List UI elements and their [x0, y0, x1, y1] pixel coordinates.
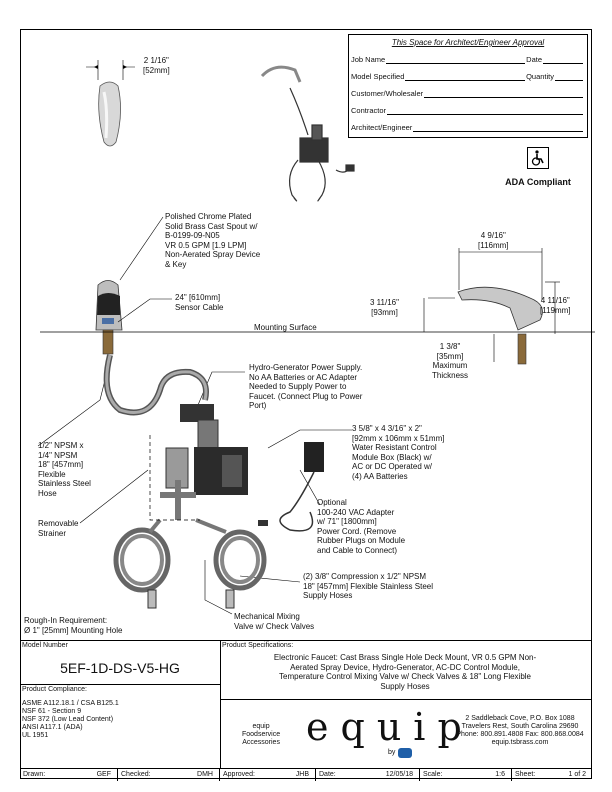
reach-dim: 4 9/16"[116mm]	[478, 231, 509, 250]
spout-top-view	[86, 60, 135, 147]
date-label: Date	[526, 55, 542, 64]
specifications-text: Electronic Faucet: Cast Brass Single Hol…	[273, 653, 537, 691]
job-name-field[interactable]	[386, 55, 526, 64]
checked-cell: Checked:DMH	[118, 769, 220, 781]
brand-by: by	[388, 749, 396, 756]
contractor-label: Contractor	[351, 106, 387, 115]
approval-box: This Space for Architect/Engineer Approv…	[348, 34, 588, 138]
isometric-kit-sketch	[260, 65, 355, 202]
contractor-row: Contractor	[351, 106, 584, 116]
job-name-label: Job Name	[351, 55, 386, 64]
compliance-box: Product Compliance: ASME A112.18.1 / CSA…	[20, 684, 221, 768]
specifications-box: Product Specifications: Electronic Fauce…	[220, 641, 592, 700]
spout-width-dim: 2 1/16"[52mm]	[143, 56, 170, 75]
spout-elevation	[95, 280, 123, 355]
rough-in-note: Rough-In Requirement:Ø 1" [25mm] Mountin…	[24, 616, 123, 635]
model-specified-label: Model Specified	[351, 72, 405, 81]
control-module-note: 3 5/8" x 4 3/16" x 2"[92mm x 106mm x 51m…	[352, 424, 445, 481]
customer-row: Customer/Wholesaler	[351, 89, 584, 99]
sensor-cable-note: 24" [610mm]Sensor Cable	[175, 293, 224, 312]
quantity-label: Quantity	[526, 72, 554, 81]
technical-drawing	[37, 60, 595, 615]
scale-cell: Scale:1:6	[420, 769, 512, 781]
compliance-label: Product Compliance:	[22, 686, 87, 693]
drawing-border	[20, 29, 592, 779]
height-dim-left: 3 11/16"[93mm]	[370, 298, 399, 317]
architect-field[interactable]	[413, 123, 583, 132]
wheelchair-icon	[527, 147, 549, 169]
drawn-cell: Drawn:GEF	[20, 769, 118, 781]
model-number-label: Model Number	[22, 642, 68, 649]
model-number-value: 5EF-1D-DS-V5-HG	[60, 660, 180, 676]
architect-row: Architect/Engineer	[351, 123, 584, 133]
plumbing-assembly	[103, 354, 324, 609]
title-block: Model Number 5EF-1D-DS-V5-HG Product Com…	[20, 640, 592, 781]
ada-label: ADA Compliant	[505, 177, 571, 187]
customer-field[interactable]	[424, 89, 583, 98]
quantity-field[interactable]	[555, 72, 583, 81]
equip-logo: equip	[306, 705, 474, 749]
specifications-label: Product Specifications:	[222, 642, 294, 649]
customer-label: Customer/Wholesaler	[351, 89, 424, 98]
approved-cell: Approved:JHB	[220, 769, 316, 781]
title-block-row: Drawn:GEF Checked:DMH Approved:JHB Date:…	[20, 768, 592, 781]
approval-title: This Space for Architect/Engineer Approv…	[391, 38, 545, 47]
mounting-surface-label: Mounting Surface	[254, 323, 317, 332]
contractor-field[interactable]	[387, 106, 583, 115]
date-cell: Date:12/05/18	[316, 769, 420, 781]
job-name-row: Job Name Date	[351, 55, 584, 65]
model-specified-field[interactable]	[405, 72, 526, 81]
architect-label: Architect/Engineer	[351, 123, 413, 132]
model-row: Model Specified Quantity	[351, 72, 584, 82]
date-field[interactable]	[543, 55, 583, 64]
sheet-cell: Sheet:1 of 2	[515, 771, 586, 778]
faucet-side-elevation	[423, 248, 560, 365]
height-dim-right: 4 11/16"[119mm]	[540, 296, 571, 315]
ada-badge: ADA Compliant	[492, 147, 584, 187]
model-number-box: Model Number 5EF-1D-DS-V5-HG	[20, 641, 221, 685]
tsbrass-logo-icon	[398, 748, 412, 758]
hydro-generator-note: Hydro-Generator Power Supply.No AA Batte…	[249, 363, 363, 410]
